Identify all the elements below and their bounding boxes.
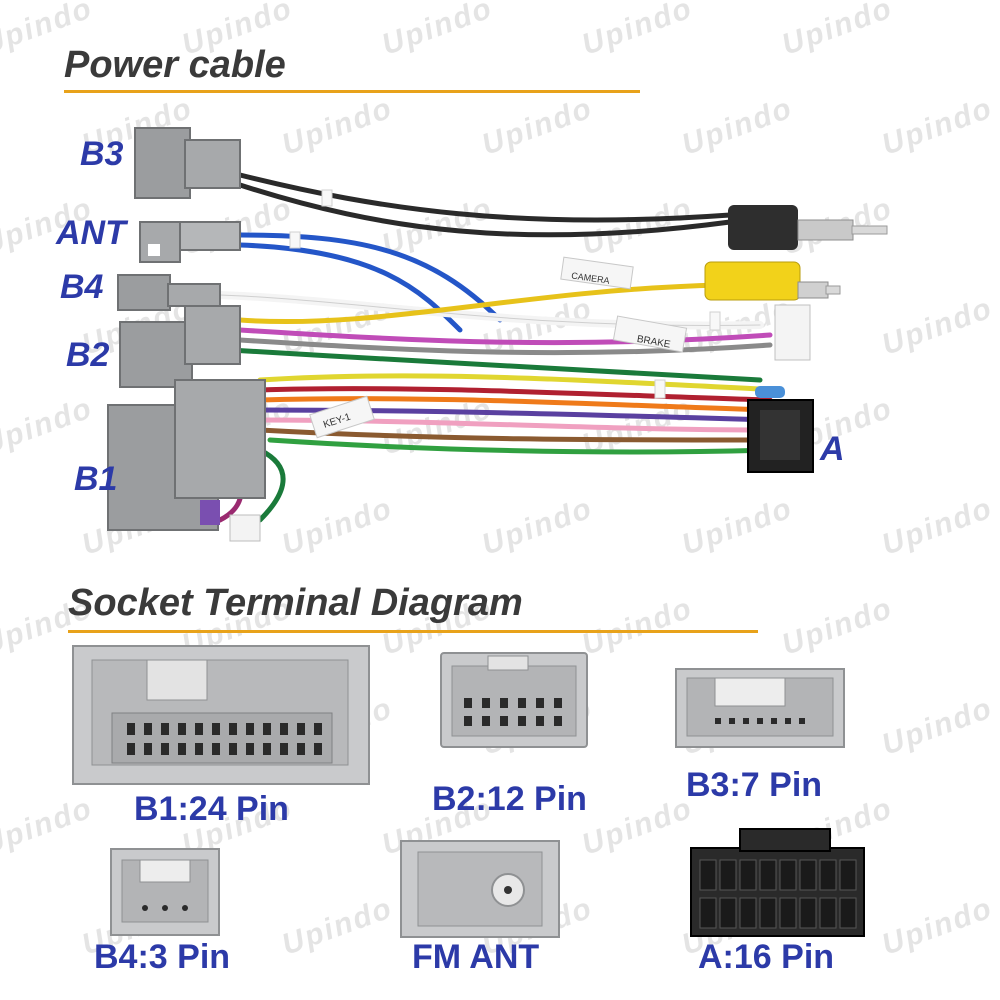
socket-b3-label: B3:7 Pin: [686, 766, 823, 804]
watermark-text: Upindo: [577, 0, 698, 62]
label-a: A: [820, 430, 845, 468]
socket-diagram-title: Socket Terminal Diagram: [68, 582, 523, 624]
watermark-text: Upindo: [277, 891, 398, 962]
power-cable-title: Power cable: [64, 44, 286, 86]
label-b4: B4: [60, 268, 104, 306]
socket-b4-label: B4:3 Pin: [94, 938, 231, 976]
socket-title-underline: [68, 630, 758, 633]
watermark-text: Upindo: [777, 591, 898, 662]
socket-b1-label: B1:24 Pin: [134, 790, 289, 828]
watermark-text: Upindo: [377, 0, 498, 62]
socket-b4-image: [110, 848, 220, 936]
power-cable-harness-image: CAMERA BRAKE KEY-1: [107, 127, 888, 542]
socket-b2-image: [440, 652, 588, 748]
label-ant: ANT: [56, 214, 126, 252]
watermark-text: Upindo: [877, 691, 998, 762]
watermark-text: Upindo: [0, 791, 98, 862]
watermark-text: Upindo: [877, 891, 998, 962]
label-b3: B3: [80, 135, 124, 173]
watermark-text: Upindo: [777, 0, 898, 62]
watermark-text: Upindo: [577, 591, 698, 662]
power-title-underline: [64, 90, 640, 93]
label-b1: B1: [74, 460, 118, 498]
label-b2: B2: [66, 336, 110, 374]
socket-fm-ant-image: [400, 840, 560, 938]
socket-b2-label: B2:12 Pin: [432, 780, 587, 818]
socket-b3-image: [675, 668, 845, 748]
socket-a-image: [690, 828, 865, 937]
watermark-text: Upindo: [577, 791, 698, 862]
socket-b1-image: [72, 645, 370, 785]
socket-a-label: A:16 Pin: [698, 938, 835, 976]
socket-fm-ant-label: FM ANT: [412, 938, 540, 976]
